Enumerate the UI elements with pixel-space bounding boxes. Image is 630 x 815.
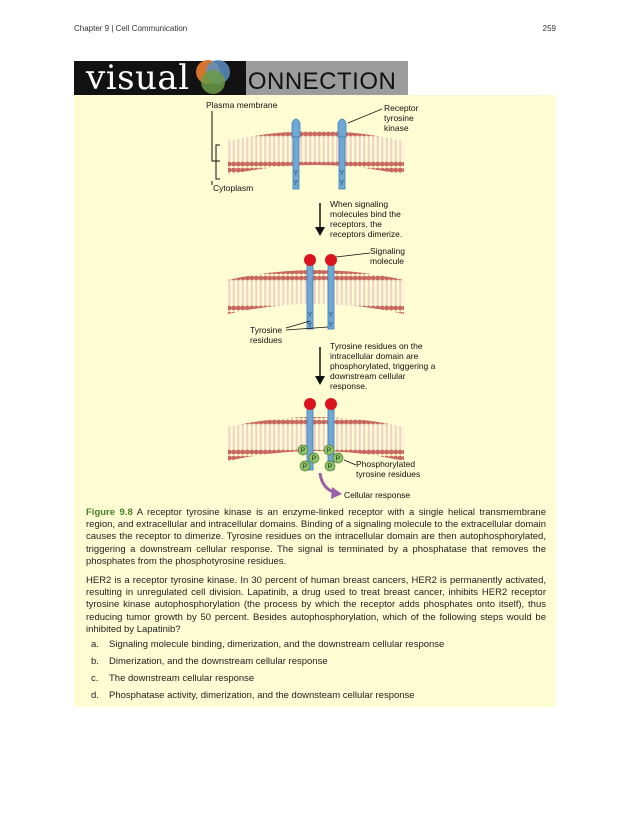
svg-text:Y: Y <box>294 180 299 187</box>
phosphate-icon: P <box>324 460 336 472</box>
svg-text:P: P <box>336 456 341 463</box>
option-letter: a. <box>91 639 99 650</box>
receptor-dimer-phosphorylated <box>304 398 337 471</box>
signaling-molecule-icon <box>325 398 337 410</box>
rtk-figure-diagram: Y Y Y Y Y Y Y Y P P P P P P <box>211 108 404 499</box>
signaling-molecule-icon <box>304 254 316 266</box>
answer-option-a[interactable]: a. Signaling molecule binding, dimerizati… <box>86 639 546 656</box>
svg-text:Y: Y <box>308 322 313 329</box>
phosphate-groups: P P P P P P <box>297 444 344 472</box>
option-text: Signaling molecule binding, dimerization… <box>109 639 445 650</box>
svg-text:Y: Y <box>340 170 345 177</box>
label-cellular-response: Cellular response <box>344 490 411 500</box>
answer-option-d[interactable]: d. Phosphatase activity, dimerization, an… <box>86 690 546 707</box>
chapter-title: Chapter 9 | Cell Communication <box>74 24 188 33</box>
label-signaling-molecule: Signaling molecule <box>370 246 405 266</box>
membrane-1 <box>228 131 404 175</box>
tyrosine-letters: Y Y Y Y Y Y Y Y <box>294 170 345 329</box>
step-arrow-2 <box>315 347 325 385</box>
visual-connection-panel: Y Y Y Y Y Y Y Y P P P P P P <box>74 95 556 707</box>
answer-option-b[interactable]: b. Dimerization, and the downstream cellu… <box>86 656 546 673</box>
banner-logo-icon <box>196 60 230 94</box>
receptor-dimer-bound <box>304 254 337 330</box>
receptor-pair-monomers <box>291 118 347 190</box>
membrane-2 <box>228 270 404 314</box>
label-step-phosphorylated: Tyrosine residues on the intracellular d… <box>330 341 436 391</box>
visual-connection-banner: visual CONNECTION <box>74 58 408 98</box>
option-letter: c. <box>91 673 99 684</box>
figure-caption-text: A receptor tyrosine kinase is an enzyme-… <box>86 507 546 567</box>
label-tyrosine-residues: Tyrosine residues <box>250 325 283 345</box>
signaling-molecule-icon <box>325 254 337 266</box>
svg-text:P: P <box>312 456 317 463</box>
label-plasma-membrane: Plasma membrane <box>206 100 278 110</box>
question-text: HER2 is a receptor tyrosine kinase. In 3… <box>86 575 546 635</box>
figure-caption: Figure 9.8 A receptor tyrosine kinase is… <box>86 507 546 568</box>
phosphate-icon: P <box>323 444 335 456</box>
banner-gray-block <box>246 61 408 95</box>
phosphate-icon: P <box>308 452 320 464</box>
option-text: The downstream cellular response <box>109 673 255 684</box>
membrane-bracket <box>211 111 220 185</box>
phosphate-icon: P <box>299 460 311 472</box>
svg-text:Y: Y <box>308 312 313 319</box>
svg-text:P: P <box>303 464 308 471</box>
option-text: Phosphatase activity, dimerization, and … <box>109 690 415 701</box>
option-letter: d. <box>91 690 99 701</box>
label-phosphorylated-residues: Phosphorylated tyrosine residues <box>356 459 421 479</box>
answer-option-c[interactable]: c. The downstream cellular response <box>86 673 546 690</box>
svg-text:Y: Y <box>340 180 345 187</box>
membrane-3 <box>228 417 404 461</box>
label-receptor-tyrosine-kinase: Receptor tyrosine kinase <box>384 103 419 133</box>
leader-lines <box>285 108 383 466</box>
figure-number: Figure 9.8 <box>86 507 133 518</box>
banner-connection-word: CONNECTION <box>230 68 397 95</box>
page-header: Chapter 9 | Cell Communication 259 <box>74 24 556 38</box>
label-cytoplasm: Cytoplasm <box>213 183 254 193</box>
page-number: 259 <box>542 24 556 33</box>
step-arrow-1 <box>315 203 325 236</box>
svg-text:Y: Y <box>294 170 299 177</box>
label-step-dimerize: When signaling molecules bind the recept… <box>330 199 403 239</box>
svg-text:Y: Y <box>329 322 334 329</box>
svg-text:P: P <box>327 448 332 455</box>
svg-text:P: P <box>328 464 333 471</box>
cellular-response-arrow <box>318 472 342 499</box>
signaling-molecule-icon <box>304 398 316 410</box>
option-text: Dimerization, and the downstream cellula… <box>109 656 328 667</box>
answer-options: a. Signaling molecule binding, dimerizati… <box>86 639 546 707</box>
phosphate-icon: P <box>332 452 344 464</box>
banner-visual-word: visual <box>86 58 190 98</box>
phosphate-icon: P <box>297 444 309 456</box>
svg-text:P: P <box>301 448 306 455</box>
option-letter: b. <box>91 656 99 667</box>
svg-text:Y: Y <box>329 312 334 319</box>
